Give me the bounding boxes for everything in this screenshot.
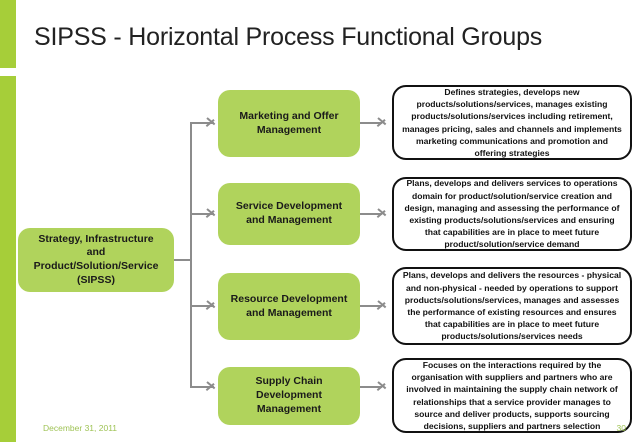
left-accent-bar-top	[0, 0, 16, 68]
footer-date: December 31, 2011	[43, 423, 118, 433]
arrow-head-branch-1-icon	[207, 116, 216, 128]
arrow-head-branch-3-icon	[207, 299, 216, 311]
function-box-4-label: Supply Chain Development Management	[255, 375, 323, 415]
footer-page-number: 30	[616, 423, 626, 433]
connector-mid-3	[360, 305, 382, 307]
description-box-2-text: Plans, develops and delivers services to…	[404, 178, 620, 250]
sipss-label-line-2: and	[86, 246, 106, 259]
left-accent-bar-bottom	[0, 76, 16, 442]
arrow-head-branch-4-icon	[207, 380, 216, 392]
sipss-label-line-1: Strategy, Infrastructure	[38, 232, 154, 245]
description-box-2: Plans, develops and delivers services to…	[392, 177, 632, 251]
function-box-1-label: Marketing and Offer Management	[239, 109, 339, 136]
connector-branch-4	[190, 386, 214, 388]
description-box-4: Focuses on the interactions required by …	[392, 358, 632, 433]
description-box-3-text: Plans, develops and delivers the resourc…	[402, 270, 622, 342]
connector-branch-2	[190, 213, 214, 215]
sipss-source-box: Strategy, Infrastructure and Product/Sol…	[18, 228, 174, 292]
function-box-3: Resource Development and Management	[218, 273, 360, 340]
arrow-head-mid-1-icon	[378, 116, 387, 128]
function-box-2-label: Service Development and Management	[235, 200, 343, 226]
arrow-head-mid-3-icon	[378, 299, 387, 311]
sipss-label-line-4: (SIPSS)	[77, 273, 115, 286]
arrow-head-mid-2-icon	[378, 207, 387, 219]
connector-trunk-vertical	[190, 122, 192, 386]
description-box-1: Defines strategies, develops new product…	[392, 85, 632, 160]
description-box-1-text: Defines strategies, develops new product…	[402, 86, 622, 158]
sipss-label-line-3: Product/Solution/Service	[33, 260, 159, 272]
function-box-2: Service Development and Management	[218, 183, 360, 245]
description-box-4-text: Focuses on the interactions required by …	[406, 359, 618, 431]
description-box-3: Plans, develops and delivers the resourc…	[392, 267, 632, 345]
connector-branch-1	[190, 122, 214, 124]
arrow-head-mid-4-icon	[378, 380, 387, 392]
arrow-head-branch-2-icon	[207, 207, 216, 219]
connector-mid-1	[360, 122, 382, 124]
connector-mid-4	[360, 386, 382, 388]
function-box-1: Marketing and Offer Management	[218, 90, 360, 157]
connector-branch-3	[190, 305, 214, 307]
slide-title: SIPSS - Horizontal Process Functional Gr…	[34, 23, 543, 51]
connector-mid-2	[360, 213, 382, 215]
function-box-3-label: Resource Development and Management	[230, 292, 348, 319]
connector-trunk-horizontal	[174, 259, 192, 261]
function-box-4: Supply Chain Development Management	[218, 367, 360, 425]
sipss-source-label: Strategy, Infrastructure and Product/Sol…	[34, 233, 159, 288]
